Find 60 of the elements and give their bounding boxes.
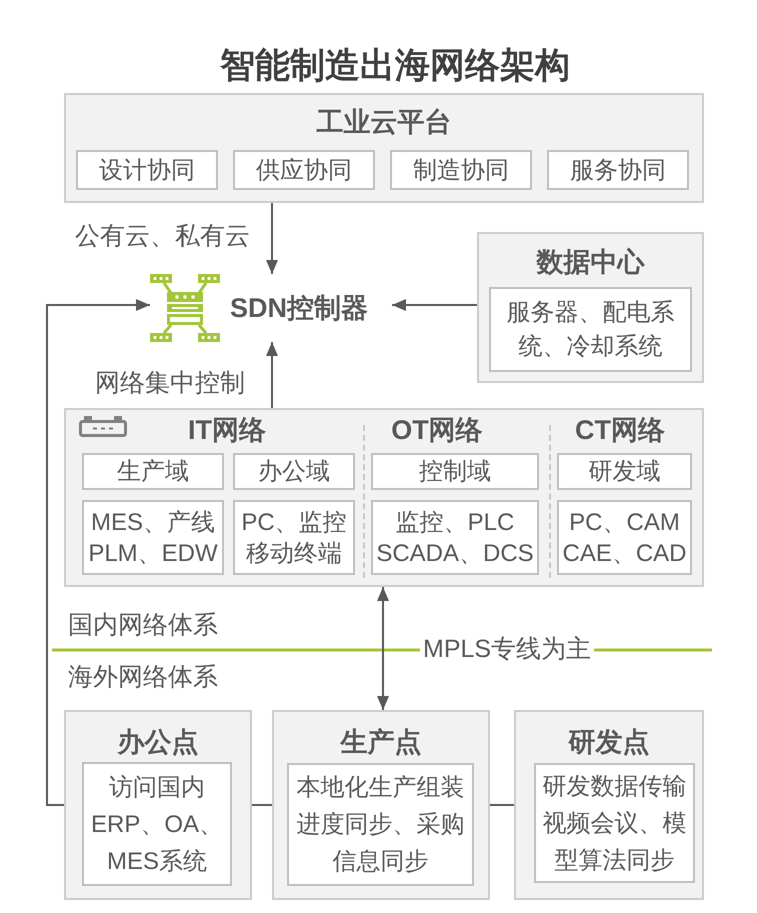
diagram-title: 智能制造出海网络架构 [220,45,570,87]
module-card [76,150,218,190]
module-label: 办公域 [258,457,330,487]
panel-title: 研发点 [568,727,650,757]
module-label: 供应协同 [256,156,352,186]
edge-label: 网络集中控制 [95,368,245,398]
module-card [82,453,224,490]
module-card [557,500,692,575]
panel-title: 工业云平台 [316,107,452,137]
module-card [82,762,232,886]
module-card [233,500,355,575]
group-panel [514,710,704,900]
arrow [46,299,150,806]
module-card [233,150,375,190]
module-card [82,500,224,575]
module-card [287,763,474,886]
panel-title: 生产点 [340,727,422,757]
group-panel [64,93,704,203]
module-card [547,150,689,190]
group-panel [64,710,252,900]
module-label: 研发数据传输视频会议、模型算法同步 [541,772,688,876]
module-label: MES、产线 PLM、EDW [88,508,218,568]
connector-line [252,804,272,806]
group-panel [272,710,490,900]
module-card [390,150,532,190]
panel-title: IT网络 [188,415,266,445]
region-label: 国内网络体系 [68,610,218,640]
edge-label: 公有云、私有云 [75,221,250,251]
module-card [233,453,355,490]
panel-title: CT网络 [575,415,665,445]
arrow [266,342,278,408]
module-card [557,453,692,490]
module-label: 设计协同 [99,156,195,186]
module-label: 生产域 [117,457,189,487]
module-label: PC、监控移动终端 [240,508,348,568]
module-label: PC、CAM CAE、CAD [562,508,687,568]
arrow [392,299,477,311]
module-card [534,763,695,883]
panel-title: 办公点 [118,727,198,757]
module-label: 本地化生产组装进度同步、采购信息同步 [295,773,466,877]
module-label: 监控、PLC SCADA、DCS [376,508,534,568]
module-label: 服务协同 [570,156,666,186]
arrow [266,203,278,274]
module-label: 控制域 [419,457,491,487]
arrow [377,587,389,710]
module-label: 研发域 [588,457,660,487]
panel-title: OT网络 [391,415,483,445]
module-card [371,453,539,490]
region-label: 海外网络体系 [68,662,218,692]
controller-label: SDN控制器 [230,292,368,324]
module-label: 访问国内 ERP、OA、 MES系统 [90,772,224,876]
group-panel [477,232,704,383]
module-label: 服务器、配电系统、冷却系统 [505,298,676,362]
panel-title: 数据中心 [536,247,644,277]
module-label: 制造协同 [413,156,509,186]
edge-label: MPLS专线为主 [420,634,594,664]
connector-line [490,804,514,806]
group-panel [64,408,704,587]
module-card [371,500,539,575]
module-card [489,287,692,372]
